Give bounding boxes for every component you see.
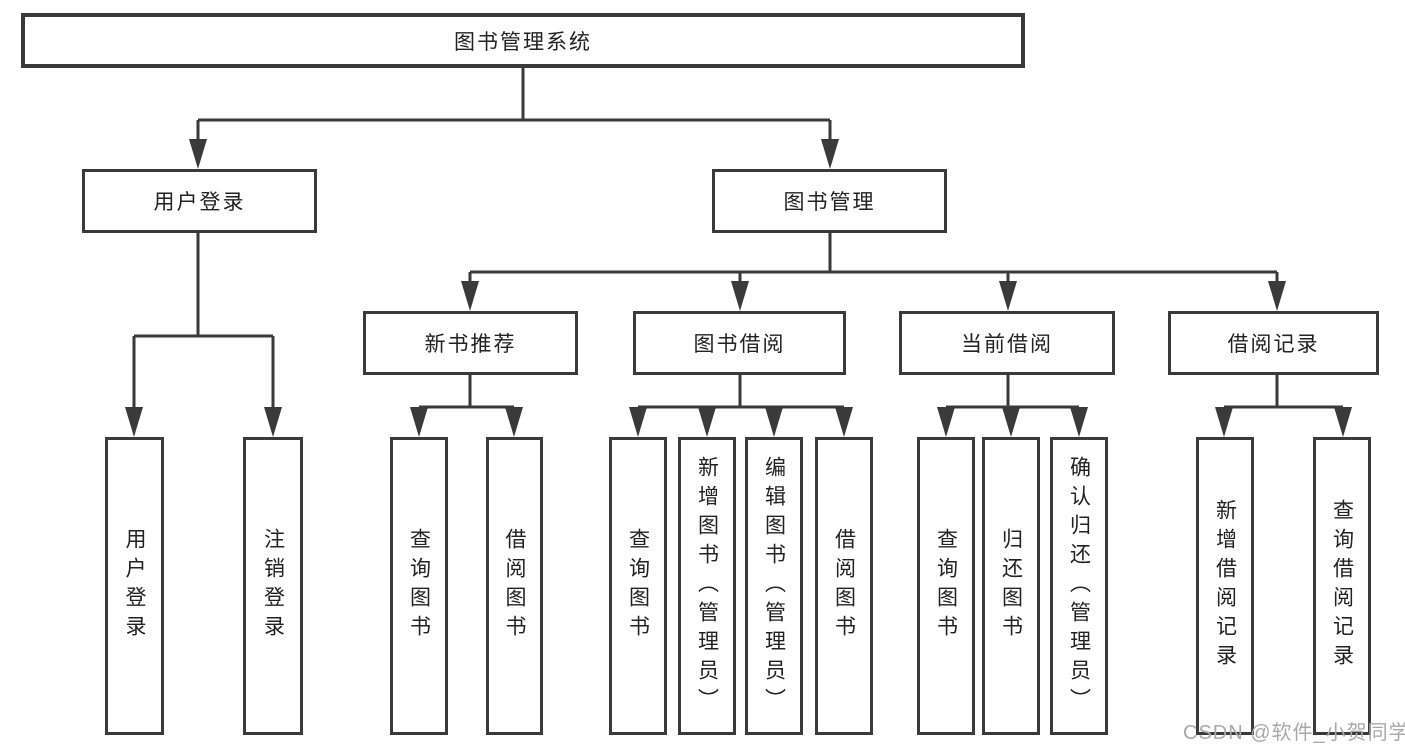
node-label: 图书管理 (783, 191, 876, 214)
node-label: 查询图书 (626, 528, 650, 644)
leaf-query-books-2: 查询图书 (609, 437, 667, 735)
node-user-login: 用户登录 (82, 169, 317, 233)
node-label: 查询图书 (407, 528, 431, 644)
node-label: 图书借阅 (693, 333, 786, 356)
leaf-confirm-return-admin: 确认归还（管理员） (1050, 437, 1108, 735)
leaf-add-borrow-record: 新增借阅记录 (1196, 437, 1254, 735)
leaf-borrow-books-2: 借阅图书 (815, 437, 873, 735)
node-label: 用户登录 (123, 528, 146, 644)
node-label: 确认归还（管理员） (1067, 455, 1091, 717)
node-label: 借阅图书 (832, 528, 856, 644)
leaf-query-borrow-record: 查询借阅记录 (1313, 437, 1371, 735)
node-label: 新增借阅记录 (1213, 499, 1237, 673)
node-book-management: 图书管理 (712, 169, 947, 233)
node-borrow-records: 借阅记录 (1168, 311, 1379, 375)
node-label: 查询借阅记录 (1330, 499, 1354, 673)
leaf-query-books-3: 查询图书 (917, 437, 975, 735)
csdn-watermark: CSDN @软件_小贺同学 (1183, 722, 1405, 744)
node-label: 图书管理系统 (454, 30, 592, 54)
node-label: 新书推荐 (424, 333, 517, 356)
node-library-system: 图书管理系统 (21, 13, 1025, 68)
node-label: 当前借阅 (961, 333, 1053, 356)
node-label: 借阅图书 (503, 528, 526, 644)
node-label: 新增图书（管理员） (695, 455, 719, 717)
node-new-book-recommend: 新书推荐 (363, 311, 578, 375)
node-label: 编辑图书（管理员） (762, 455, 786, 717)
node-label: 借阅记录 (1227, 333, 1320, 356)
node-label: 归还图书 (999, 528, 1023, 644)
leaf-borrow-books-1: 借阅图书 (486, 437, 543, 735)
leaf-add-books-admin: 新增图书（管理员） (678, 437, 736, 735)
leaf-user-login: 用户登录 (105, 437, 164, 735)
arrowheads (125, 139, 1352, 437)
node-label: 查询图书 (934, 528, 958, 644)
leaf-edit-books-admin: 编辑图书（管理员） (745, 437, 803, 735)
node-current-borrow: 当前借阅 (899, 311, 1115, 375)
leaf-query-books-1: 查询图书 (390, 437, 448, 735)
node-book-borrow: 图书借阅 (633, 311, 846, 375)
tree-edges (132, 68, 1345, 410)
node-label: 注销登录 (261, 528, 285, 644)
leaf-logout: 注销登录 (243, 437, 303, 735)
node-label: 用户登录 (153, 191, 246, 214)
leaf-return-books: 归还图书 (982, 437, 1040, 735)
